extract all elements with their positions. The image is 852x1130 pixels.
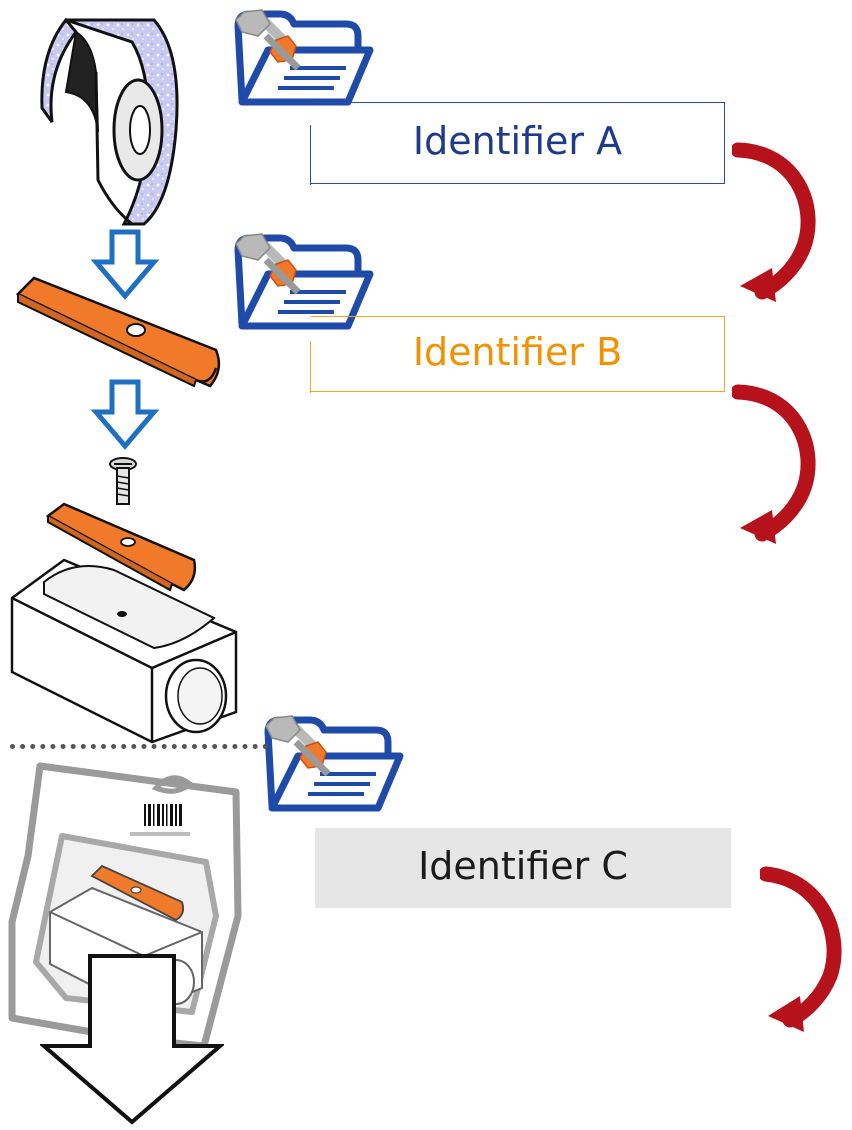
packaging-separator	[10, 744, 268, 749]
folder-bolt-icon-b	[234, 233, 374, 330]
sharpener-icon	[10, 502, 238, 744]
folder-bolt-icon-a	[234, 9, 374, 106]
down-arrow-icon-2	[90, 379, 160, 450]
blade-icon	[15, 276, 221, 388]
barcode-icon	[130, 804, 190, 836]
tape-roll-icon	[40, 17, 179, 226]
folder-bolt-icon-c	[264, 715, 404, 812]
curved-arrow-icon-3	[760, 866, 842, 1032]
screw-icon	[109, 457, 137, 505]
identifier-a-box: Identifier A	[310, 102, 725, 185]
identifier-b-label: Identifier B	[412, 330, 623, 374]
identifier-b-box: Identifier B	[310, 316, 725, 393]
curved-arrow-icon-1	[732, 142, 816, 302]
identifier-c-box: Identifier C	[315, 828, 731, 908]
curved-arrow-icon-2	[732, 384, 816, 544]
identifier-a-label: Identifier A	[412, 119, 623, 163]
down-arrow-icon-1	[90, 229, 160, 300]
identifier-c-label: Identifier C	[418, 844, 628, 888]
down-arrow-icon-3	[40, 954, 224, 1125]
